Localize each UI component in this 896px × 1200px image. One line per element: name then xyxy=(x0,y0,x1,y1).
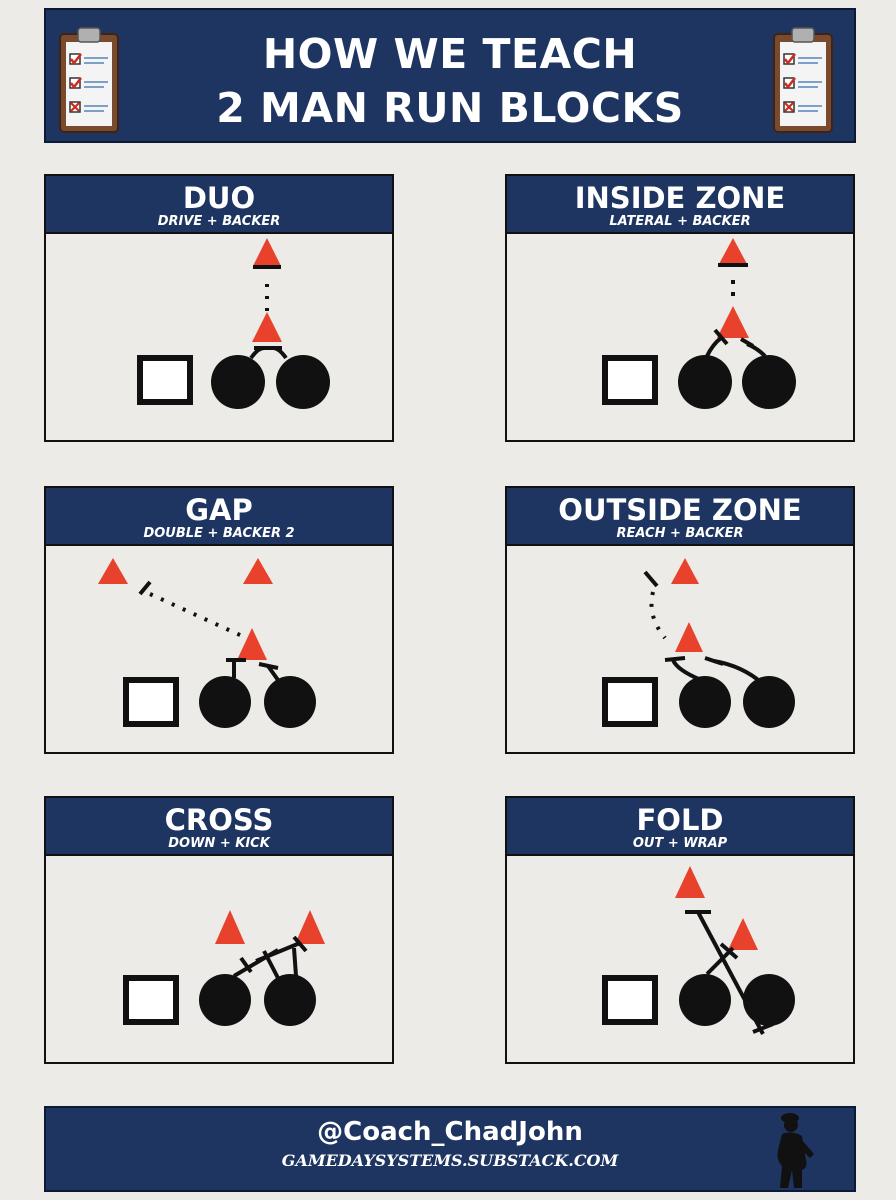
block-diagram-duo xyxy=(137,238,330,409)
panel-header: DUO DRIVE + BACKER xyxy=(46,176,392,234)
lineman-circle xyxy=(211,355,265,409)
defender-triangle xyxy=(215,910,245,944)
center-square xyxy=(602,677,658,727)
header-banner: HOW WE TEACH 2 MAN RUN BLOCKS xyxy=(44,8,856,143)
panel-title: DUO xyxy=(182,181,256,215)
lineman-circle xyxy=(679,676,731,728)
defender-triangle xyxy=(675,622,703,652)
panel-subtitle: OUT + WRAP xyxy=(632,836,728,851)
panel-gap: GAP DOUBLE + BACKER 2 xyxy=(44,486,394,754)
defender-triangle xyxy=(98,558,128,584)
block-diagram-cross xyxy=(123,910,325,1026)
lineman-circle xyxy=(264,974,316,1026)
center-square xyxy=(123,975,179,1025)
defender-triangle xyxy=(671,558,699,584)
panel-title: CROSS xyxy=(164,803,274,837)
center-square xyxy=(137,355,193,405)
defender-triangle xyxy=(237,628,267,660)
lineman-circle xyxy=(264,676,316,728)
block-diagram-fold xyxy=(602,866,795,1035)
panel-title: GAP xyxy=(185,493,253,527)
defender-triangle xyxy=(243,558,273,584)
panel-title: INSIDE ZONE xyxy=(574,181,786,215)
defender-triangle xyxy=(719,238,747,264)
author-handle: @Coach_ChadJohn xyxy=(317,1117,583,1147)
block-diagram-inside-zone xyxy=(602,238,796,409)
panel-cross: CROSS DOWN + KICK xyxy=(44,796,394,1064)
panel-subtitle: DRIVE + BACKER xyxy=(157,214,281,229)
defender-triangle xyxy=(717,306,749,338)
panel-subtitle: LATERAL + BACKER xyxy=(609,214,751,229)
panel-subtitle: DOUBLE + BACKER 2 xyxy=(143,526,295,541)
panel-header: INSIDE ZONE LATERAL + BACKER xyxy=(507,176,853,234)
panel-header: FOLD OUT + WRAP xyxy=(507,798,853,856)
website-url: GAMEDAYSYSTEMS.SUBSTACK.COM xyxy=(281,1151,619,1170)
lineman-circle xyxy=(742,355,796,409)
panel-header: OUTSIDE ZONE REACH + BACKER xyxy=(507,488,853,546)
clipboard-checklist-icon xyxy=(59,27,119,133)
panel-title: FOLD xyxy=(636,803,724,837)
lineman-circle xyxy=(199,676,251,728)
panel-header: CROSS DOWN + KICK xyxy=(46,798,392,856)
panel-subtitle: REACH + BACKER xyxy=(616,526,744,541)
lineman-circle xyxy=(199,974,251,1026)
block-diagram-gap xyxy=(98,558,316,728)
center-square xyxy=(602,975,658,1025)
lineman-circle xyxy=(679,974,731,1026)
coach-silhouette-icon xyxy=(777,1113,814,1188)
defender-triangle xyxy=(253,238,281,266)
panel-header: GAP DOUBLE + BACKER 2 xyxy=(46,488,392,546)
center-square xyxy=(602,355,658,405)
panel-duo: DUO DRIVE + BACKER xyxy=(44,174,394,442)
lineman-circle xyxy=(276,355,330,409)
panel-fold: FOLD OUT + WRAP xyxy=(505,796,855,1064)
clipboard-checklist-icon xyxy=(773,27,833,133)
center-square xyxy=(123,677,179,727)
panel-subtitle: DOWN + KICK xyxy=(168,836,270,851)
lineman-circle xyxy=(678,355,732,409)
defender-triangle xyxy=(252,312,282,342)
panel-title: OUTSIDE ZONE xyxy=(558,493,802,527)
defender-triangle xyxy=(728,918,758,950)
block-diagram-outside-zone xyxy=(602,558,795,728)
lineman-circle xyxy=(743,676,795,728)
lineman-circle xyxy=(743,974,795,1026)
page-title-line1: HOW WE TEACH xyxy=(262,30,638,78)
page-title-line2: 2 MAN RUN BLOCKS xyxy=(216,84,684,132)
defender-triangle xyxy=(295,910,325,944)
panel-outside-zone: OUTSIDE ZONE REACH + BACKER xyxy=(505,486,855,754)
panel-inside-zone: INSIDE ZONE LATERAL + BACKER xyxy=(505,174,855,442)
footer-banner: @Coach_ChadJohn GAMEDAYSYSTEMS.SUBSTACK.… xyxy=(44,1106,856,1192)
defender-triangle xyxy=(675,866,705,898)
